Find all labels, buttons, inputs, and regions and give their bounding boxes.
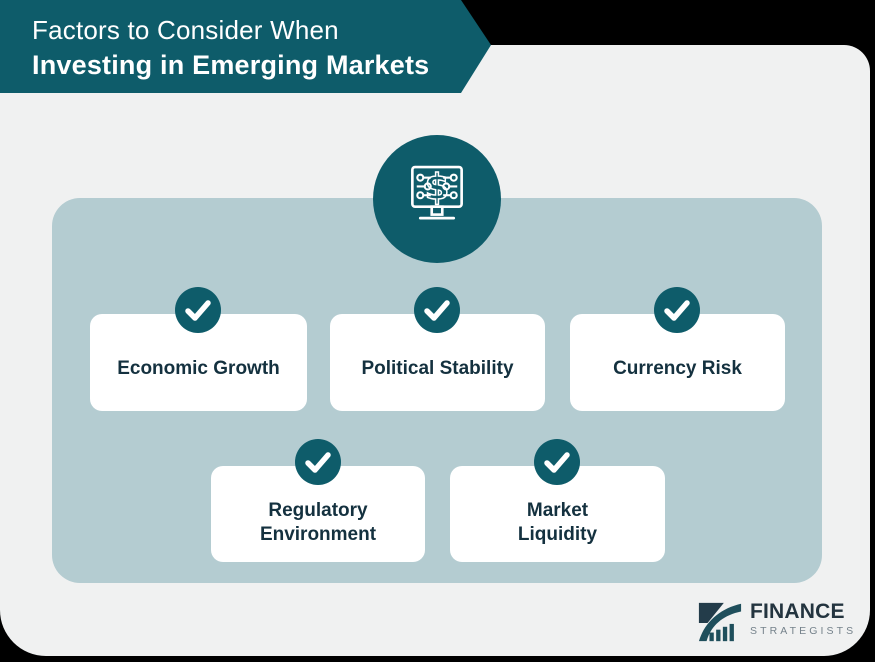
logo-name: FINANCE (750, 600, 845, 623)
hero-icon-circle: $ (373, 135, 501, 263)
checkmark-icon (414, 287, 460, 333)
checkmark-icon (654, 287, 700, 333)
checkmark-icon (175, 287, 221, 333)
factor-label: Regulatory Environment (259, 500, 377, 545)
title-banner: Factors to Consider When Investing in Em… (0, 0, 491, 93)
logo-subtitle: STRATEGISTS (750, 625, 857, 637)
monitor-dollar-network-icon: $ (393, 153, 481, 246)
logo-text: FINANCE STRATEGISTS (750, 600, 856, 637)
checkmark-icon (295, 439, 341, 485)
checkmark-icon (534, 439, 580, 485)
factor-label: Political Stability (361, 357, 514, 379)
factor-label: Currency Risk (613, 357, 742, 379)
bridge-chart-icon (697, 600, 743, 649)
finance-strategists-logo: FINANCE STRATEGISTS (697, 600, 856, 649)
title-line-1: Factors to Consider When (32, 15, 339, 45)
factor-label: Economic Growth (117, 357, 280, 379)
title-line-2: Investing in Emerging Markets (32, 50, 430, 80)
factor-label: Market Liquidity (517, 500, 598, 545)
svg-text:$: $ (425, 166, 449, 207)
